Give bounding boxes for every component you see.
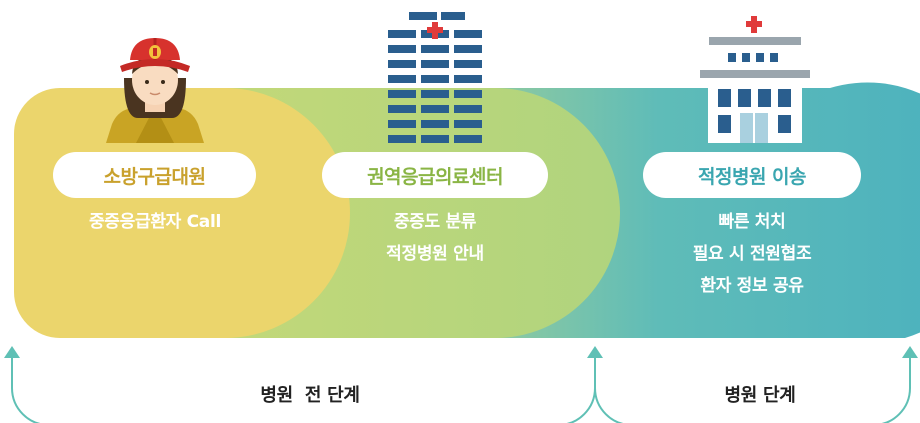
firefighter-title-pill: 소방구급대원	[53, 152, 256, 198]
phase-brackets	[11, 356, 911, 423]
hospital-phase-label: 병원 단계	[724, 385, 796, 406]
pre-hospital-bracket	[11, 356, 41, 423]
hospital-transfer-description: 빠른 처치 필요 시 전원협조 환자 정보 공유	[627, 206, 877, 302]
hospital-icon	[700, 16, 810, 143]
stage-title: 소방구급대원	[103, 165, 206, 188]
arrow-up-icon	[902, 346, 918, 358]
red-cross-icon	[427, 22, 443, 39]
firefighter-icon	[106, 38, 204, 143]
stage-title: 적정병원 이송	[698, 165, 807, 188]
desc-line: 적정병원 안내	[386, 244, 484, 264]
stage-title: 권역응급의료센터	[367, 165, 503, 188]
desc-line: 중증도 분류	[393, 212, 477, 232]
desc-line: 중증응급환자 Call	[88, 212, 222, 232]
desc-line: 환자 정보 공유	[700, 276, 804, 296]
arrow-up-icon	[587, 346, 603, 358]
firefighter-description: 중증응급환자 Call	[30, 206, 280, 238]
hospital-bracket	[594, 387, 624, 423]
arrowheads	[4, 346, 918, 358]
desc-line: 빠른 처치	[718, 212, 786, 232]
desc-line: 필요 시 전원협조	[692, 244, 812, 264]
hospital-transfer-title-pill: 적정병원 이송	[643, 152, 861, 198]
pre-hospital-phase-label: 병원 전 단계	[260, 385, 360, 406]
firefighter-yellow-band	[14, 88, 350, 338]
arrow-up-icon	[4, 346, 20, 358]
regional-center-description: 중증도 분류 적정병원 안내	[310, 206, 560, 270]
regional-center-title-pill: 권역응급의료센터	[322, 152, 548, 198]
